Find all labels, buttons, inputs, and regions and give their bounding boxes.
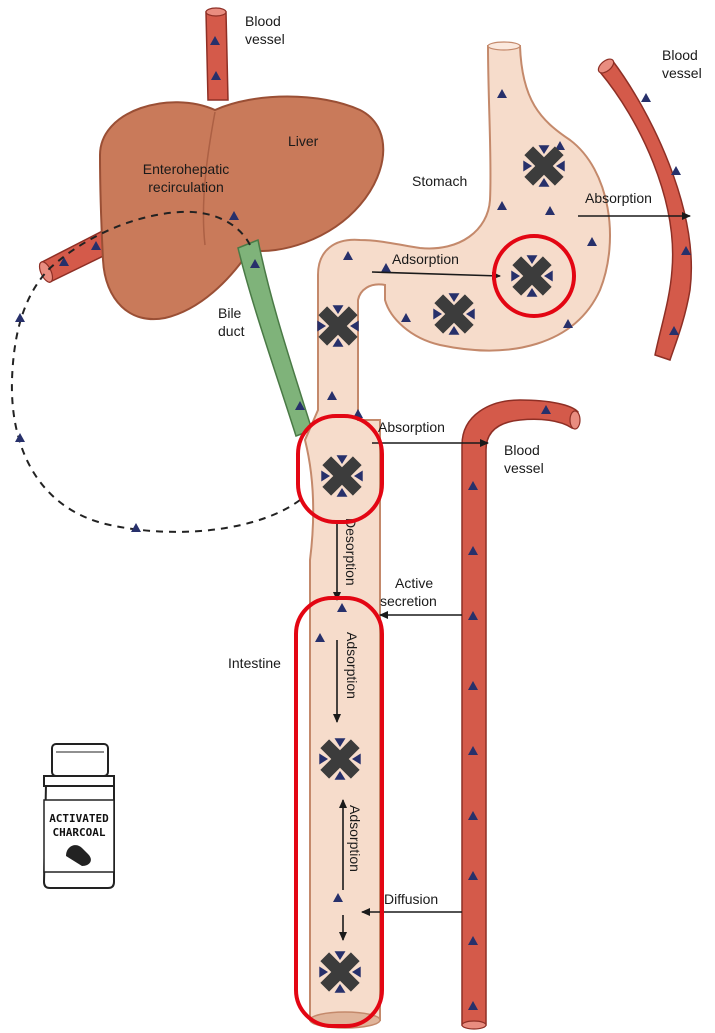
label-blood-vessel-right-line2: vessel xyxy=(662,65,702,81)
label-intestine: Intestine xyxy=(228,655,281,671)
charcoal-particle xyxy=(433,293,474,334)
label-absorption-intestine: Absorption xyxy=(378,419,445,435)
blood-vessel-top xyxy=(206,8,228,100)
charcoal-particle xyxy=(319,951,360,992)
label-stomach: Stomach xyxy=(412,173,467,189)
label-adsorption-stomach: Adsorption xyxy=(392,251,459,267)
label-blood-vessel-mid-line1: Blood xyxy=(504,442,540,458)
charcoal-particle xyxy=(511,255,552,296)
charcoal-particle xyxy=(321,455,362,496)
label-adsorption-lower: Adsorption xyxy=(347,805,363,872)
label-blood-vessel-right-line1: Blood xyxy=(662,47,698,63)
bile-duct xyxy=(238,240,312,436)
blood-vessel-right xyxy=(596,56,691,360)
jar-label-line1: ACTIVATED xyxy=(49,812,109,825)
jar-label-line2: CHARCOAL xyxy=(53,826,106,839)
charcoal-particle xyxy=(317,305,358,346)
label-enterohepatic-line1: Enterohepatic xyxy=(143,161,229,177)
activated-charcoal-jar: ACTIVATED CHARCOAL xyxy=(44,744,114,888)
label-blood-vessel-top-line1: Blood xyxy=(245,13,281,29)
charcoal-particle xyxy=(523,145,564,186)
label-diffusion: Diffusion xyxy=(384,891,438,907)
label-blood-vessel-mid-line2: vessel xyxy=(504,460,544,476)
label-blood-vessel-top-line2: vessel xyxy=(245,31,285,47)
label-liver: Liver xyxy=(288,133,319,149)
label-active-secretion-line1: Active xyxy=(395,575,433,591)
label-adsorption-upper: Adsorption xyxy=(344,632,360,699)
label-bile-duct-line2: duct xyxy=(218,323,245,339)
label-desorption: Desorption xyxy=(343,518,359,586)
label-enterohepatic-line2: recirculation xyxy=(148,179,223,195)
label-absorption-stomach: Absorption xyxy=(585,190,652,206)
label-active-secretion-line2: secretion xyxy=(380,593,437,609)
charcoal-particle xyxy=(319,738,360,779)
blood-vessel-middle xyxy=(462,400,580,1029)
label-bile-duct-line1: Bile xyxy=(218,305,242,321)
